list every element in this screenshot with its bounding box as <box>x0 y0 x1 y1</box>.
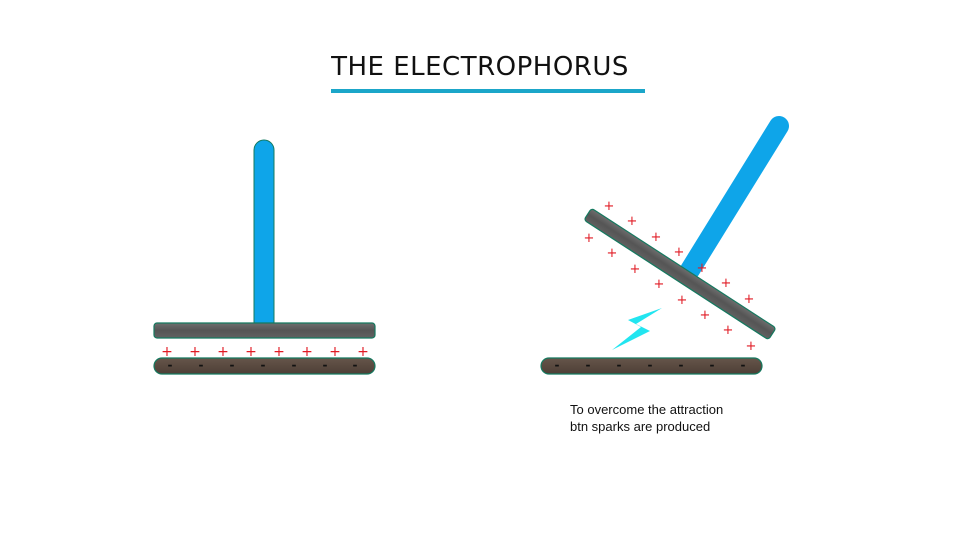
left-positive-charges: + + + + + + + + <box>161 344 369 360</box>
right-insulating-handle <box>680 116 789 280</box>
page-title: THE ELECTROPHORUS <box>331 52 629 82</box>
negative-charge: - <box>586 358 591 372</box>
positive-charge: + <box>607 246 618 261</box>
negative-charge: - <box>710 358 715 372</box>
negative-charge: - <box>261 358 266 372</box>
negative-charge: - <box>617 358 622 372</box>
caption: To overcome the attraction btn sparks ar… <box>570 401 723 435</box>
positive-charge: + <box>677 293 688 308</box>
negative-charge: - <box>323 358 328 372</box>
positive-charge: + <box>746 339 757 354</box>
left-base-plate <box>153 357 376 375</box>
negative-charge: - <box>353 358 358 372</box>
positive-charge: + <box>654 277 665 292</box>
right-base-plate <box>540 357 763 375</box>
right-metal-plate <box>584 208 776 340</box>
negative-charge: - <box>199 358 204 372</box>
right-positive-charges: + + + + + + + + + + + + + + + <box>584 199 757 354</box>
positive-charge: + <box>161 344 173 360</box>
caption-line-1: To overcome the attraction <box>570 402 724 417</box>
left-electrophorus: + + + + + + + + - - - - - - - <box>153 139 376 375</box>
lightning-spark-icon <box>612 308 662 350</box>
negative-charge: - <box>555 358 560 372</box>
negative-charge: - <box>230 358 235 372</box>
positive-charge: + <box>651 230 662 245</box>
caption-line-2: btn sparks are produced <box>570 419 711 434</box>
title-underline <box>331 89 645 93</box>
negative-charge: - <box>648 358 653 372</box>
negative-charge: - <box>168 358 173 372</box>
positive-charge: + <box>604 199 615 214</box>
right-electrophorus: + + + + + + + + + + + + + + + - - - - - - - <box>540 116 789 375</box>
left-metal-plate <box>153 322 376 339</box>
positive-charge: + <box>723 323 734 338</box>
positive-charge: + <box>329 344 341 360</box>
left-negative-charges: ------- <box>168 358 358 372</box>
positive-charge: + <box>584 231 595 246</box>
positive-charge: + <box>700 308 711 323</box>
positive-charge: + <box>630 262 641 277</box>
left-insulating-handle <box>253 139 275 333</box>
positive-charge: + <box>245 344 257 360</box>
right-negative-charges: ------- <box>555 358 746 372</box>
positive-charge: + <box>744 292 755 307</box>
positive-charge: + <box>189 344 201 360</box>
positive-charge: + <box>627 214 638 229</box>
positive-charge: + <box>273 344 285 360</box>
negative-charge: - <box>679 358 684 372</box>
positive-charge: + <box>721 276 732 291</box>
positive-charge: + <box>301 344 313 360</box>
positive-charge: + <box>697 261 708 276</box>
positive-charge: + <box>357 344 369 360</box>
negative-charge: - <box>741 358 746 372</box>
positive-charge: + <box>674 245 685 260</box>
positive-charge: + <box>217 344 229 360</box>
negative-charge: - <box>292 358 297 372</box>
